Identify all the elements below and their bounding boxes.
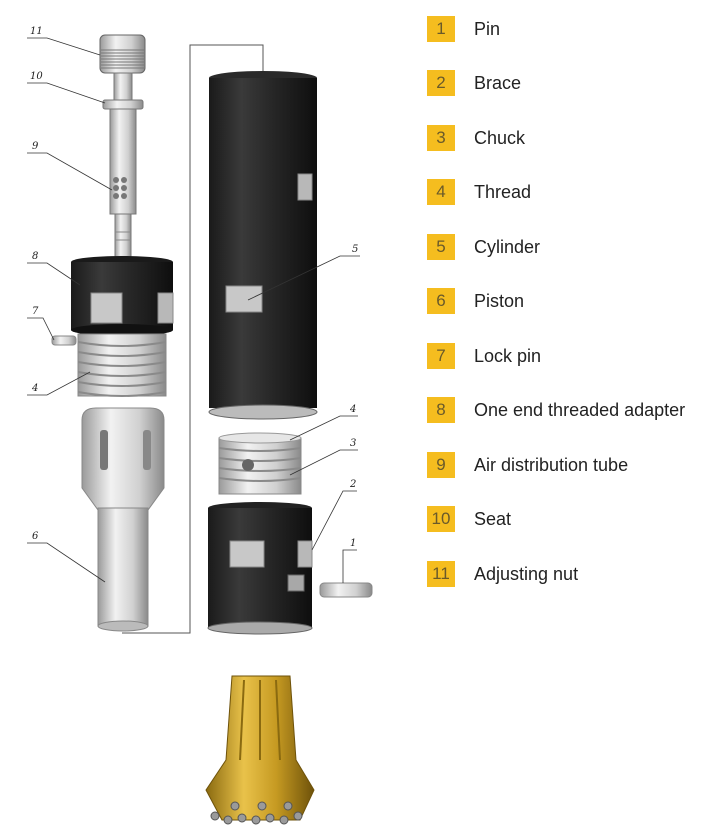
legend-item-air-tube: 9 Air distribution tube (427, 452, 628, 478)
legend-item-piston: 6 Piston (427, 288, 524, 314)
callout-11: 11 (30, 26, 43, 37)
callout-6: 6 (32, 531, 39, 542)
threaded-adapter-part (71, 256, 174, 336)
legend-number: 4 (427, 179, 455, 205)
legend-item-seat: 10 Seat (427, 506, 511, 532)
legend-label: Seat (474, 508, 512, 529)
callout-10: 10 (30, 71, 43, 82)
legend-label: Pin (474, 18, 501, 39)
legend-number: 9 (427, 452, 455, 478)
callout-8: 8 (32, 251, 38, 262)
cylinder-part (208, 71, 318, 420)
legend-item-cylinder: 5 Cylinder (427, 234, 540, 260)
legend-label: Adjusting nut (474, 563, 579, 584)
brace-part (207, 502, 313, 635)
legend-label: Lock pin (474, 345, 542, 366)
callout-1: 1 (350, 538, 356, 549)
legend-label: Air distribution tube (474, 454, 629, 475)
legend-number: 7 (427, 343, 455, 369)
legend-item-pin: 1 Pin (427, 16, 500, 42)
leader-lines (27, 37, 360, 583)
callout-5: 5 (352, 244, 358, 255)
legend-label: One end threaded adapter (474, 399, 686, 420)
piston-part (81, 407, 165, 632)
legend-number: 10 (427, 506, 455, 532)
lock-pin-part (51, 335, 77, 346)
adjusting-nut-part (99, 34, 146, 74)
legend-number: 5 (427, 234, 455, 260)
callout-7: 7 (32, 306, 39, 317)
legend-number: 3 (427, 125, 455, 151)
legend-item-lock-pin: 7 Lock pin (427, 343, 541, 369)
chuck-part (218, 432, 302, 495)
legend-label: Thread (474, 181, 532, 202)
legend-number: 8 (427, 397, 455, 423)
legend-number: 2 (427, 70, 455, 96)
air-distribution-tube-part (109, 108, 137, 261)
legend-item-thread: 4 Thread (427, 179, 531, 205)
thread-part-left (77, 333, 167, 397)
legend-label: Cylinder (474, 236, 541, 257)
connector-line (122, 44, 264, 634)
legend-number: 1 (427, 16, 455, 42)
legend-item-adapter: 8 One end threaded adapter (427, 397, 685, 423)
legend-label: Chuck (474, 127, 526, 148)
legend-item-adjusting-nut: 11 Adjusting nut (427, 561, 578, 587)
callout-4-right: 4 (349, 404, 356, 415)
pin-part (319, 582, 373, 598)
legend-label: Brace (474, 72, 522, 93)
callout-4-left: 4 (31, 383, 38, 394)
callout-9: 9 (32, 141, 39, 152)
drill-bit (205, 675, 315, 825)
seat-part (102, 72, 144, 110)
legend-item-chuck: 3 Chuck (427, 125, 525, 151)
legend-number: 11 (427, 561, 455, 587)
callout-2: 2 (349, 479, 356, 490)
legend-item-brace: 2 Brace (427, 70, 521, 96)
legend-label: Piston (474, 290, 525, 311)
callout-3: 3 (350, 438, 356, 449)
legend-number: 6 (427, 288, 455, 314)
